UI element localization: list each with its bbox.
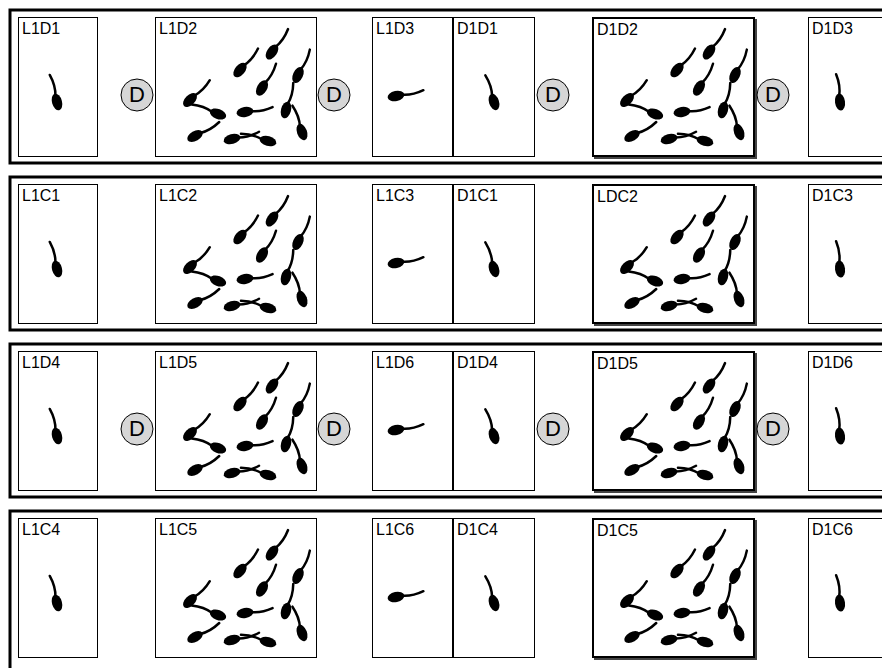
circle-letter: D [536,78,570,112]
box-label: L1D3 [376,20,414,38]
box-label: L1C1 [22,187,60,205]
box-label: L1C4 [22,521,60,539]
sample-box: L1D4 [18,351,98,491]
box-label: L1D1 [22,20,60,38]
box-label: L1D6 [376,354,414,372]
sample-box: L1C5 [155,518,317,658]
sample-box: L1C6 [372,518,453,658]
d-circle: D [756,78,790,112]
sample-box: L1C1 [18,184,98,324]
box-label: L1D5 [159,354,197,372]
circle-letter: D [120,412,154,446]
box-label: L1D2 [159,20,197,38]
box-label: D1D1 [457,20,498,38]
sample-box: D1C4 [453,518,535,658]
band [10,344,882,497]
sample-box: D1D5 [592,351,755,491]
sample-box: D1D1 [453,17,535,157]
sample-box: L1D1 [18,17,98,157]
d-circle: D [120,412,154,446]
d-circle: D [317,78,351,112]
box-label: D1C6 [812,521,853,539]
d-circle: D [120,78,154,112]
box-label: D1D5 [597,355,638,373]
box-label: D1C5 [597,522,638,540]
box-label: D1C4 [457,521,498,539]
box-label: L1C3 [376,187,414,205]
sample-box: D1C6 [808,518,882,658]
circle-letter: D [756,412,790,446]
box-label: L1D4 [22,354,60,372]
circle-letter: D [317,412,351,446]
d-circle: D [317,412,351,446]
box-label: D1D6 [812,354,853,372]
sample-box: L1D5 [155,351,317,491]
band [10,511,882,668]
sample-box: D1D2 [592,17,755,157]
d-circle: D [536,78,570,112]
box-label: D1D2 [597,21,638,39]
sample-box: L1D6 [372,351,453,491]
sample-box: L1C4 [18,518,98,658]
box-label: D1C1 [457,187,498,205]
sample-box: L1C2 [155,184,317,324]
box-label: D1D3 [812,20,853,38]
sample-box: L1C3 [372,184,453,324]
circle-letter: D [317,78,351,112]
d-circle: D [536,412,570,446]
box-label: D1C3 [812,187,853,205]
box-label: L1C5 [159,521,197,539]
sample-box: LDC2 [592,184,755,324]
circle-letter: D [120,78,154,112]
band [10,10,882,163]
sample-box: D1D6 [808,351,882,491]
box-label: D1D4 [457,354,498,372]
box-label: L1C6 [376,521,414,539]
box-label: LDC2 [597,188,638,206]
sample-box: D1C5 [592,518,755,658]
sample-box: L1D2 [155,17,317,157]
circle-letter: D [756,78,790,112]
sample-box: D1D4 [453,351,535,491]
circle-letter: D [536,412,570,446]
d-circle: D [756,412,790,446]
sample-box: D1C1 [453,184,535,324]
sample-box: D1D3 [808,17,882,157]
band [10,177,882,330]
sample-box: L1D3 [372,17,453,157]
box-label: L1C2 [159,187,197,205]
sample-box: D1C3 [808,184,882,324]
